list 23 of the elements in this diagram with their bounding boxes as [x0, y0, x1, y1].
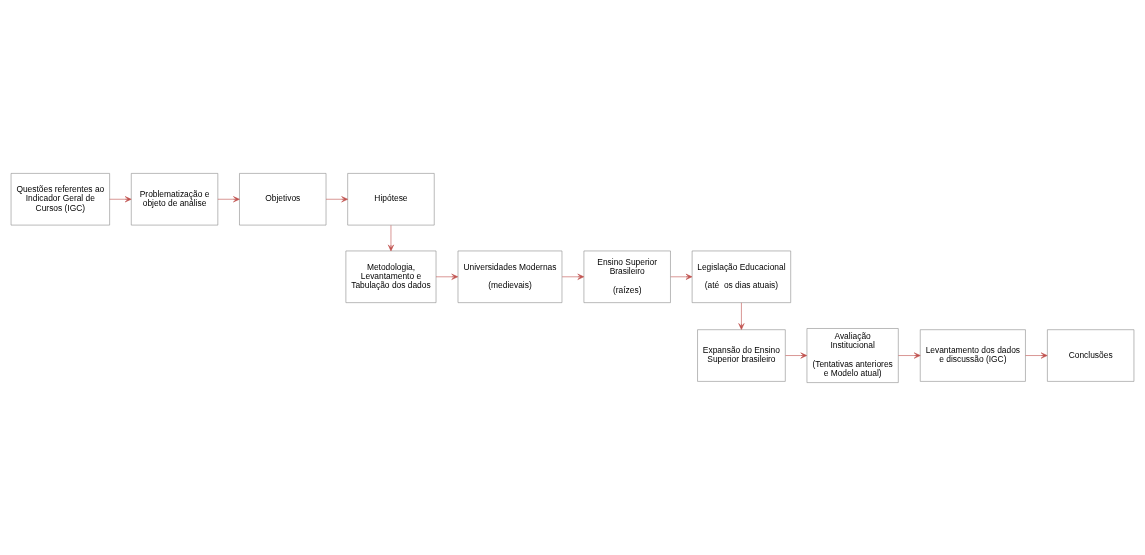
arrow [670, 273, 693, 280]
node-box: Ensino Superior Brasileiro (raízes) [583, 250, 671, 303]
node-box: Hipótese [347, 172, 435, 225]
node-box: Metodologia, Levantamento e Tabulação dos dados [345, 250, 437, 303]
node-box: Universidades Modernas (medievais) [457, 250, 563, 303]
arrow [217, 195, 240, 202]
node-box: Legislação Educacional (até os dias atuais) [691, 250, 791, 303]
arrow [1025, 352, 1048, 359]
arrow [898, 352, 921, 359]
node-box: Objetivos [239, 172, 327, 225]
arrow [325, 195, 348, 202]
arrow [785, 352, 808, 359]
arrow [435, 273, 459, 280]
arrow [109, 195, 132, 202]
arrow [561, 273, 585, 280]
node-box: Conclusões [1047, 328, 1135, 382]
node-box: Avaliação Institucional (Tentativas anteriores e Modelo atual) [806, 327, 899, 383]
node-box: Problematização e objeto de análise [131, 172, 219, 225]
node-box: Expansão do Ensino Superior brasileiro [697, 328, 786, 382]
arrow [387, 224, 394, 251]
arrow [738, 302, 745, 330]
node-box: Levantamento dos dados e discussão (IGC) [919, 328, 1026, 382]
node-box: Questões referentes ao Indicador Geral de Cursos (IGC) [10, 172, 110, 225]
